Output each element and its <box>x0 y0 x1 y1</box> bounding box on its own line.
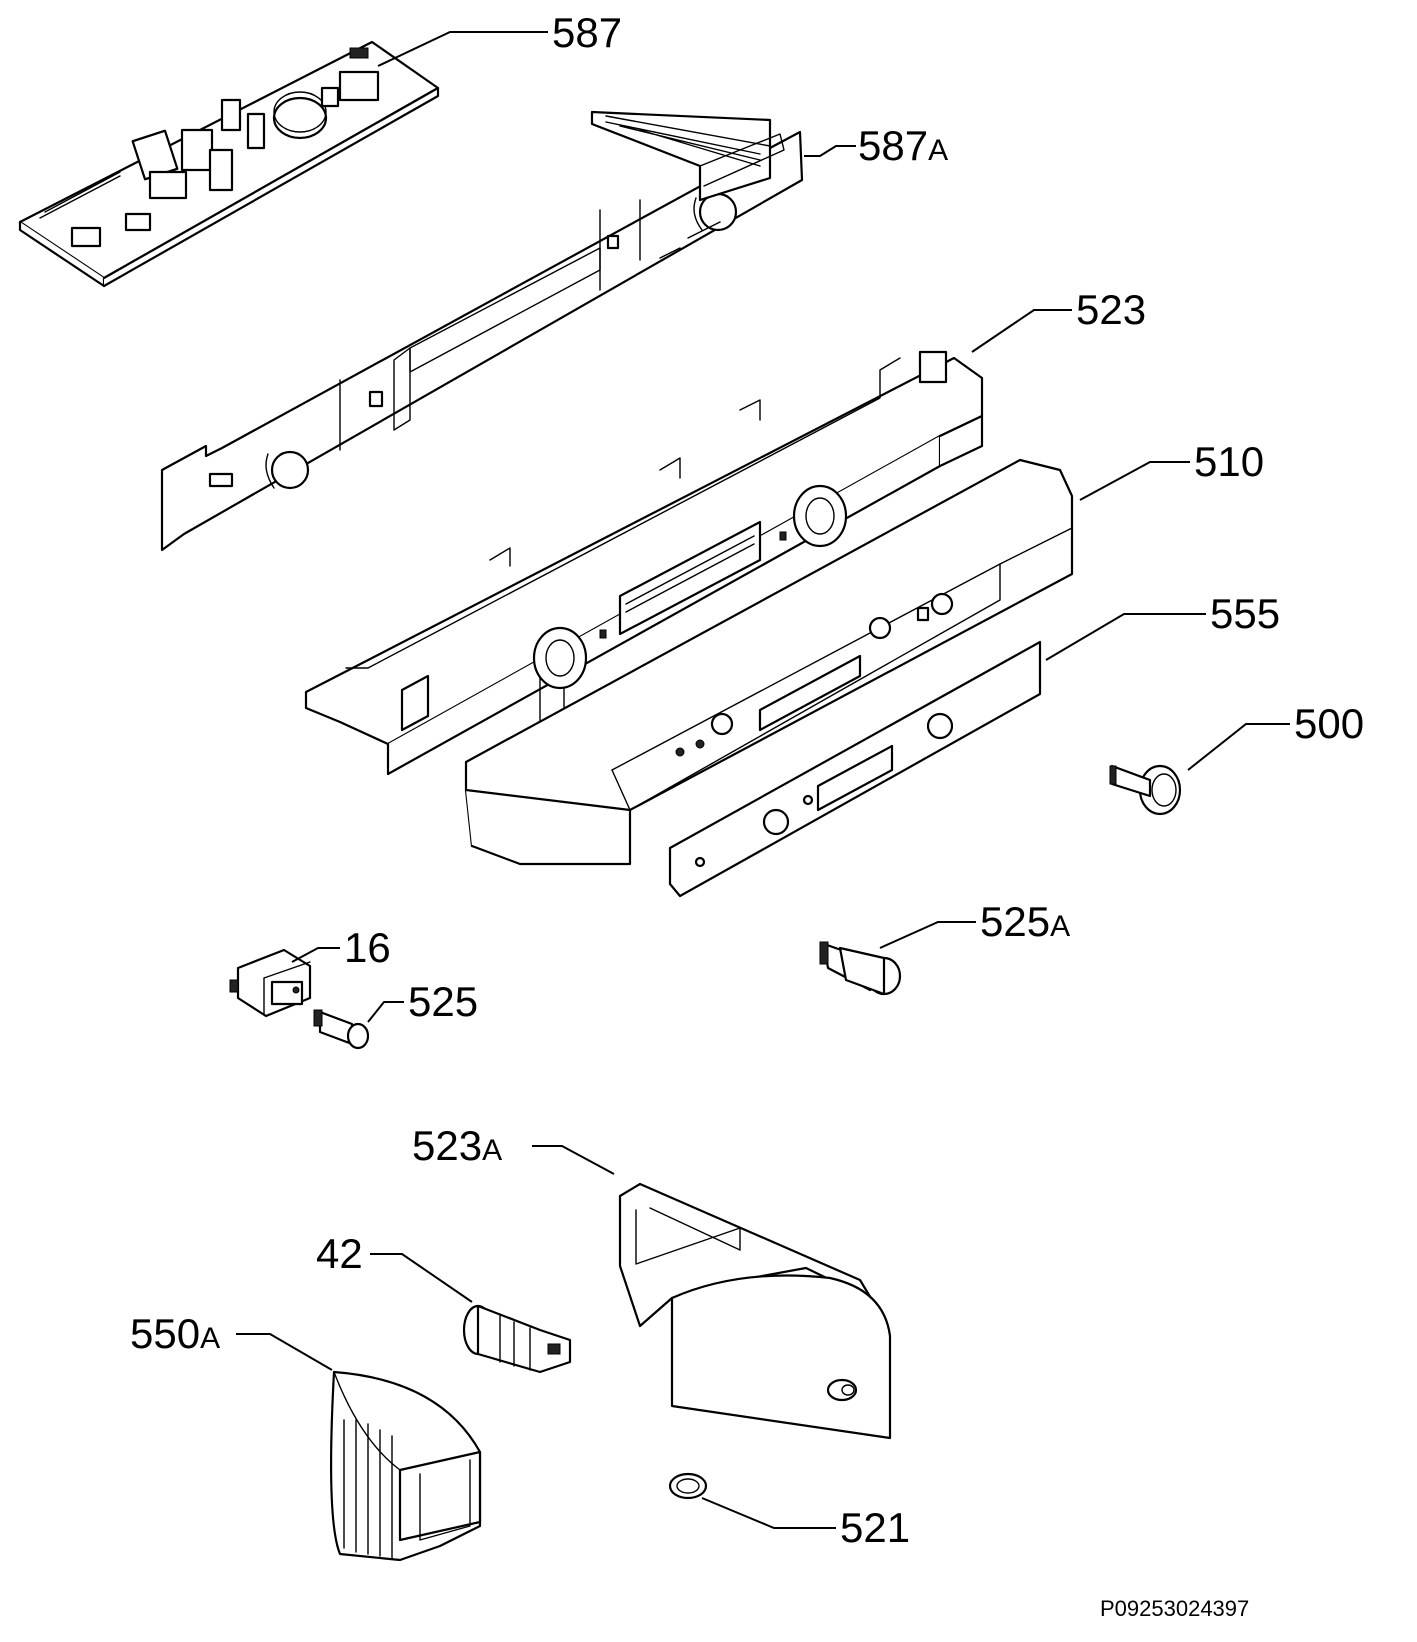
part-587a-display-board <box>160 110 804 552</box>
leader-555 <box>1045 613 1206 661</box>
part-587-pcb <box>18 40 440 288</box>
leader-523a <box>532 1145 615 1175</box>
part-523-panel-frame <box>304 350 984 776</box>
callout-523a: 523A <box>412 1122 502 1169</box>
leader-510 <box>1079 461 1190 501</box>
callout-500: 500 <box>1294 700 1364 747</box>
callout-525a: 525A <box>980 898 1070 945</box>
leader-521 <box>701 1497 836 1529</box>
callout-labels: 587 587A 523 510 555 500 525A 16 525 523… <box>130 9 1364 1621</box>
part-525a-button <box>819 941 902 996</box>
part-525-lamp <box>313 1009 370 1050</box>
callout-587a: 587A <box>858 122 948 169</box>
callout-555: 555 <box>1210 590 1280 637</box>
drawing-number: P09253024397 <box>1100 1596 1249 1621</box>
part-500-knob <box>1109 764 1182 816</box>
callout-525: 525 <box>408 978 478 1025</box>
leader-42 <box>370 1253 473 1303</box>
part-555-decor-panel <box>668 640 1042 898</box>
leader-587a <box>804 145 856 157</box>
leader-525 <box>367 1001 404 1023</box>
callout-521: 521 <box>840 1504 910 1551</box>
callout-42: 42 <box>316 1230 363 1277</box>
part-550a-end-cap <box>329 1370 482 1562</box>
callout-510: 510 <box>1194 438 1264 485</box>
part-523a-end-cap <box>618 1182 892 1440</box>
part-42-connector <box>462 1304 572 1374</box>
leader-525a <box>879 921 976 949</box>
callout-16: 16 <box>344 924 391 971</box>
leader-523 <box>971 309 1072 353</box>
callout-550a: 550A <box>130 1310 220 1357</box>
leader-16 <box>291 947 340 963</box>
callout-523: 523 <box>1076 286 1146 333</box>
leader-lines <box>236 31 1290 1529</box>
part-510-fascia <box>464 458 1074 866</box>
callout-587: 587 <box>552 9 622 56</box>
part-16-switch <box>229 948 312 1018</box>
leader-500 <box>1187 723 1290 771</box>
leader-587 <box>377 31 548 67</box>
part-521-o-ring <box>668 1472 708 1500</box>
leader-550a <box>236 1333 333 1371</box>
